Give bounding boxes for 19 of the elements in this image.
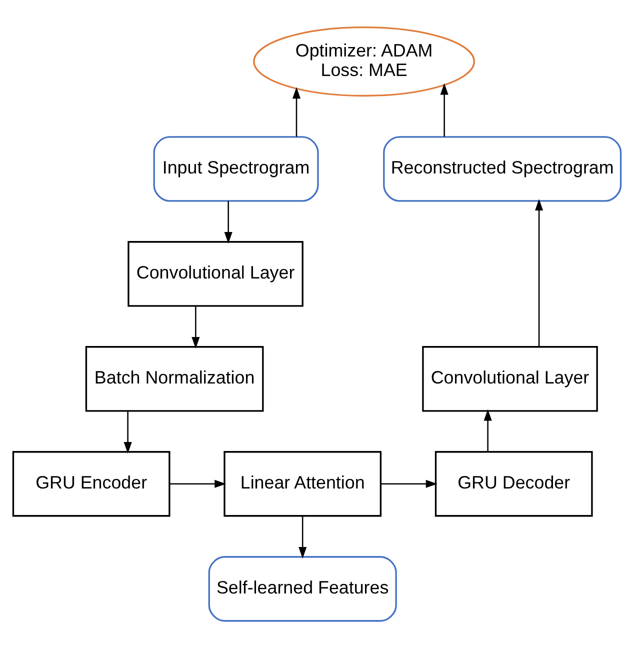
node-box: Linear Attention bbox=[224, 451, 382, 517]
node-box: GRU Decoder bbox=[434, 451, 593, 517]
arrow bbox=[224, 200, 232, 244]
node-box: Convolutional Layer bbox=[422, 346, 598, 412]
arrow bbox=[440, 83, 448, 137]
node-box: Input Spectrogram bbox=[153, 136, 319, 202]
arrow bbox=[484, 409, 492, 452]
node-box: Batch Normalization bbox=[85, 346, 264, 412]
arrow bbox=[192, 306, 200, 349]
arrow bbox=[535, 199, 544, 347]
arrow bbox=[124, 410, 132, 454]
node-box: Convolutional Layer bbox=[128, 241, 304, 307]
node-box: Self-learned Features bbox=[208, 556, 397, 622]
arrow bbox=[292, 87, 301, 137]
arrow bbox=[170, 480, 226, 488]
node-box: Reconstructed Spectrogram bbox=[383, 136, 622, 202]
arrow bbox=[298, 516, 307, 559]
node-box: GRU Encoder bbox=[12, 451, 170, 517]
arrow bbox=[381, 480, 438, 488]
